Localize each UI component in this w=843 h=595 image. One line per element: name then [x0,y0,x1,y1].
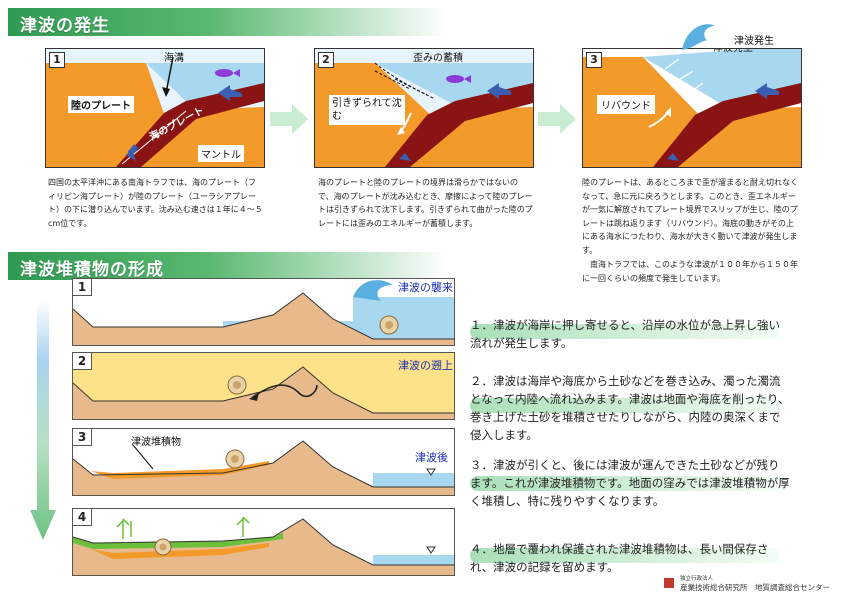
highlight-3 [470,476,780,491]
step-number: 1 [73,279,92,296]
section-banner-deposits: 津波堆積物の形成 [8,252,448,280]
diagram-panel-3: 3 津波発生 リバウンド [582,48,802,168]
caption-panel-3-frequency: 南海トラフでは、このような津波が１００年から１５０年に一回くらいの頻度で発生して… [582,260,798,283]
deposit-step-2: 2 津波の遡上 [72,352,455,420]
step-number: 3 [73,429,92,446]
step-number: 4 [73,509,92,526]
panel-number: 1 [49,52,65,68]
step-3-diagram [73,429,454,495]
caption-panel-2: 海のプレートと陸のプレートの境界は滑らかではないので、海のプレートが沈み込むとき… [318,178,533,228]
step-2-label: 津波の遡上 [398,359,453,372]
section-title: 津波の発生 [20,16,110,36]
step-3-label: 津波後 [415,451,448,464]
step-2-diagram [73,353,454,419]
footer-org-type: 独立行政法人 [680,576,714,582]
diagram-panel-1: 1 海溝 陸のプレート 海のプレート マントル [45,48,265,168]
highlight-2 [470,398,780,413]
caption-panel-3: 陸のプレートは、あるところまで歪が溜まると耐え切れなくなって、急に元に戻ろうとし… [582,178,798,255]
label-strain-accumulation: 歪みの蓄積 [413,53,463,64]
label-continental-plate: 陸のプレート [68,96,134,113]
step-number: 2 [73,353,92,370]
step-1-text: １．津波が海岸に押し寄せると、沿岸の水位が急上昇し強い流れが発生します。 [470,318,781,350]
label-rebound: リバウンド [597,95,655,114]
step-2-text: ２．津波は海岸や海底から土砂などを巻き込み、濁った濁流となって内陸へ流れ込みます… [470,374,790,442]
section-banner-generation: 津波の発生 [8,8,448,36]
wave-graphic [680,20,720,52]
step-3-deposit-label: 津波堆積物 [131,437,181,448]
label-tsunami-generated-top: 津波発生 [734,36,774,47]
deposit-step-1: 1 津波の襲来 [72,278,455,346]
label-dragged-sinking: 引きずられて沈む [329,95,405,125]
step-4-diagram [73,509,454,575]
aist-logo-icon [664,578,674,588]
time-progress-arrow [30,300,56,540]
deposit-step-3: 3 津波堆積物 津波後 [72,428,455,496]
deposit-step-4: 4 [72,508,455,576]
highlight-1 [470,324,780,339]
flow-arrow-2 [538,104,576,134]
step-1-diagram [73,279,454,345]
step-3-text: ３．津波が引くと、後には津波が運んできた土砂などが残ります。これが津波堆積物です… [470,458,790,508]
strain-diagram [315,49,533,167]
step-1-label: 津波の襲来 [398,281,453,294]
panel-number: 3 [586,52,602,68]
footer-org-name: 産業技術総合研究所 地質調査総合センター [680,583,830,592]
flow-arrow-1 [270,104,308,134]
panel-number: 2 [318,52,334,68]
section-title: 津波堆積物の形成 [20,260,164,280]
label-trench: 海溝 [164,53,184,64]
highlight-4 [470,548,780,563]
label-tsunami-generated: 津波発生 [713,48,753,54]
diagram-panel-2: 2 歪みの蓄積 引きずられて沈む [314,48,534,168]
step-4-text: ４．地層で覆われ保護された津波堆積物は、長い間保存され、津波の記録を留めます。 [470,542,769,574]
label-mantle: マントル [198,145,244,162]
caption-panel-1: 四国の太平洋沖にある南海トラフでは、海のプレート（フィリピン海プレート）が陸のプ… [48,178,263,228]
